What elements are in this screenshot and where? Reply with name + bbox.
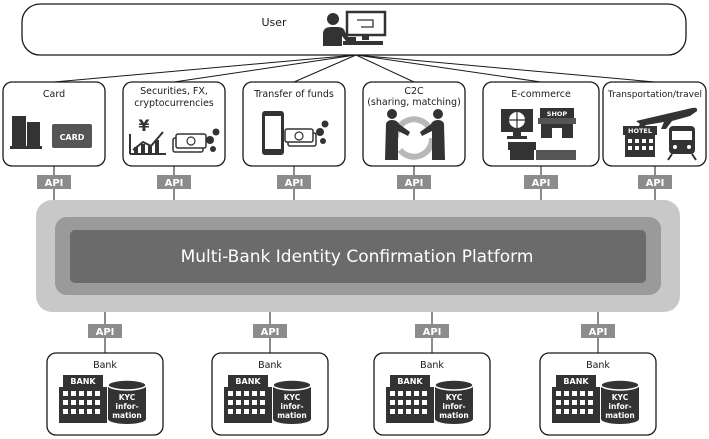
api-badge: API bbox=[253, 324, 287, 338]
api-badge: API bbox=[415, 324, 449, 338]
identity-platform: Multi-Bank Identity Confirmation Platfor… bbox=[36, 200, 680, 312]
service-transfer: Transfer of funds bbox=[242, 81, 346, 167]
service-c2c: C2C (sharing, matching) bbox=[362, 81, 466, 167]
user-link-transport bbox=[355, 54, 656, 83]
bank-api-badges: API API API API bbox=[88, 324, 615, 338]
handshake-people-icon bbox=[385, 109, 445, 160]
bank-label: Bank bbox=[420, 360, 444, 371]
user-label: User bbox=[261, 16, 287, 29]
service-ecommerce: E-commerce SHOP bbox=[482, 81, 600, 167]
svg-text:API: API bbox=[589, 327, 608, 338]
user-link-c2c bbox=[355, 54, 415, 83]
train-icon bbox=[667, 126, 697, 161]
database-icon: KYC infor- mation bbox=[434, 379, 474, 424]
service-label-line1: C2C bbox=[404, 86, 424, 97]
svg-text:API: API bbox=[405, 178, 424, 189]
office-building-icon bbox=[10, 116, 42, 149]
service-label-line2: cryptocurrencies bbox=[134, 98, 214, 109]
user-at-computer-icon bbox=[323, 10, 387, 46]
bank-building-icon: BANK bbox=[552, 375, 600, 423]
kyc-label: mation bbox=[112, 411, 142, 420]
service-label: E-commerce bbox=[511, 89, 571, 100]
kyc-label: infor- bbox=[115, 402, 138, 411]
bank-box: Bank BANK KYC infor- mation bbox=[539, 352, 657, 436]
svg-text:API: API bbox=[261, 327, 280, 338]
bank-label: Bank bbox=[258, 360, 282, 371]
svg-text:API: API bbox=[165, 178, 184, 189]
service-label-line1: Securities, FX, bbox=[140, 86, 208, 97]
credit-card-icon: CARD bbox=[52, 124, 92, 148]
bank-building-label: BANK bbox=[235, 377, 261, 386]
monitor-globe-icon bbox=[501, 109, 533, 139]
kyc-label: KYC bbox=[612, 393, 629, 402]
api-badge: API bbox=[88, 324, 122, 338]
api-badge: API bbox=[524, 175, 558, 189]
card-badge-text: CARD bbox=[60, 133, 85, 142]
kyc-label: KYC bbox=[119, 393, 136, 402]
kyc-label: infor- bbox=[442, 402, 465, 411]
shop-icon: SHOP bbox=[538, 108, 576, 138]
bank-building-label: BANK bbox=[397, 377, 423, 386]
bank-box: Bank BANK KYC infor- mation bbox=[211, 352, 329, 436]
kyc-label: KYC bbox=[446, 393, 463, 402]
api-badge: API bbox=[277, 175, 311, 189]
svg-text:API: API bbox=[285, 178, 304, 189]
api-badge: API bbox=[397, 175, 431, 189]
svg-text:API: API bbox=[45, 178, 64, 189]
airplane-icon bbox=[636, 107, 698, 129]
database-icon: KYC infor- mation bbox=[272, 379, 312, 424]
database-icon: KYC infor- mation bbox=[600, 379, 640, 424]
kyc-label: infor- bbox=[280, 402, 303, 411]
service-label: Transfer of funds bbox=[253, 89, 334, 100]
bank-box: Bank BANK KYC infor- mation bbox=[46, 352, 164, 436]
kyc-label: infor- bbox=[608, 402, 631, 411]
service-card: Card CARD bbox=[2, 81, 106, 167]
api-badge: API bbox=[638, 175, 672, 189]
kyc-label: KYC bbox=[284, 393, 301, 402]
banknotes-coins-icon bbox=[172, 128, 220, 153]
svg-text:API: API bbox=[532, 178, 551, 189]
bank-label: Bank bbox=[586, 360, 610, 371]
service-label-line2: (sharing, matching) bbox=[367, 97, 461, 108]
api-badge: API bbox=[157, 175, 191, 189]
bank-building-icon: BANK bbox=[224, 375, 272, 423]
bank-box: Bank BANK KYC infor- mation bbox=[373, 352, 491, 436]
service-transport: Transportation/travel HOTEL bbox=[602, 81, 707, 167]
shop-icon bbox=[508, 142, 576, 160]
yen-chart-icon: ¥ bbox=[129, 116, 166, 155]
service-securities: Securities, FX, cryptocurrencies ¥ bbox=[122, 81, 226, 167]
hotel-badge-text: HOTEL bbox=[628, 127, 652, 135]
service-api-badges: API API API API API API bbox=[37, 175, 672, 189]
yen-symbol: ¥ bbox=[138, 116, 149, 135]
kyc-label: mation bbox=[277, 411, 307, 420]
user-link-ecommerce bbox=[355, 54, 542, 83]
platform-title: Multi-Bank Identity Confirmation Platfor… bbox=[181, 247, 534, 267]
database-icon: KYC infor- mation bbox=[107, 379, 147, 424]
user-link-card bbox=[53, 54, 357, 83]
bank-building-icon: BANK bbox=[386, 375, 434, 423]
bank-label: Bank bbox=[93, 360, 117, 371]
hotel-icon: HOTEL bbox=[623, 126, 657, 157]
user-link-transfer bbox=[293, 54, 357, 83]
shop-badge-text: SHOP bbox=[547, 110, 568, 118]
api-badge: API bbox=[37, 175, 71, 189]
api-badge: API bbox=[581, 324, 615, 338]
svg-text:API: API bbox=[96, 327, 115, 338]
banknotes-coins-icon bbox=[284, 120, 329, 147]
user-box: User bbox=[21, 3, 687, 56]
smartphone-icon bbox=[262, 111, 284, 155]
svg-text:API: API bbox=[646, 178, 665, 189]
kyc-label: mation bbox=[439, 411, 469, 420]
user-link-securities bbox=[173, 54, 357, 83]
kyc-label: mation bbox=[605, 411, 635, 420]
svg-text:API: API bbox=[423, 327, 442, 338]
bank-building-label: BANK bbox=[70, 377, 96, 386]
service-label: Card bbox=[43, 89, 65, 100]
service-label: Transportation/travel bbox=[607, 90, 702, 100]
bank-building-icon: BANK bbox=[59, 375, 107, 423]
bank-building-label: BANK bbox=[563, 377, 589, 386]
